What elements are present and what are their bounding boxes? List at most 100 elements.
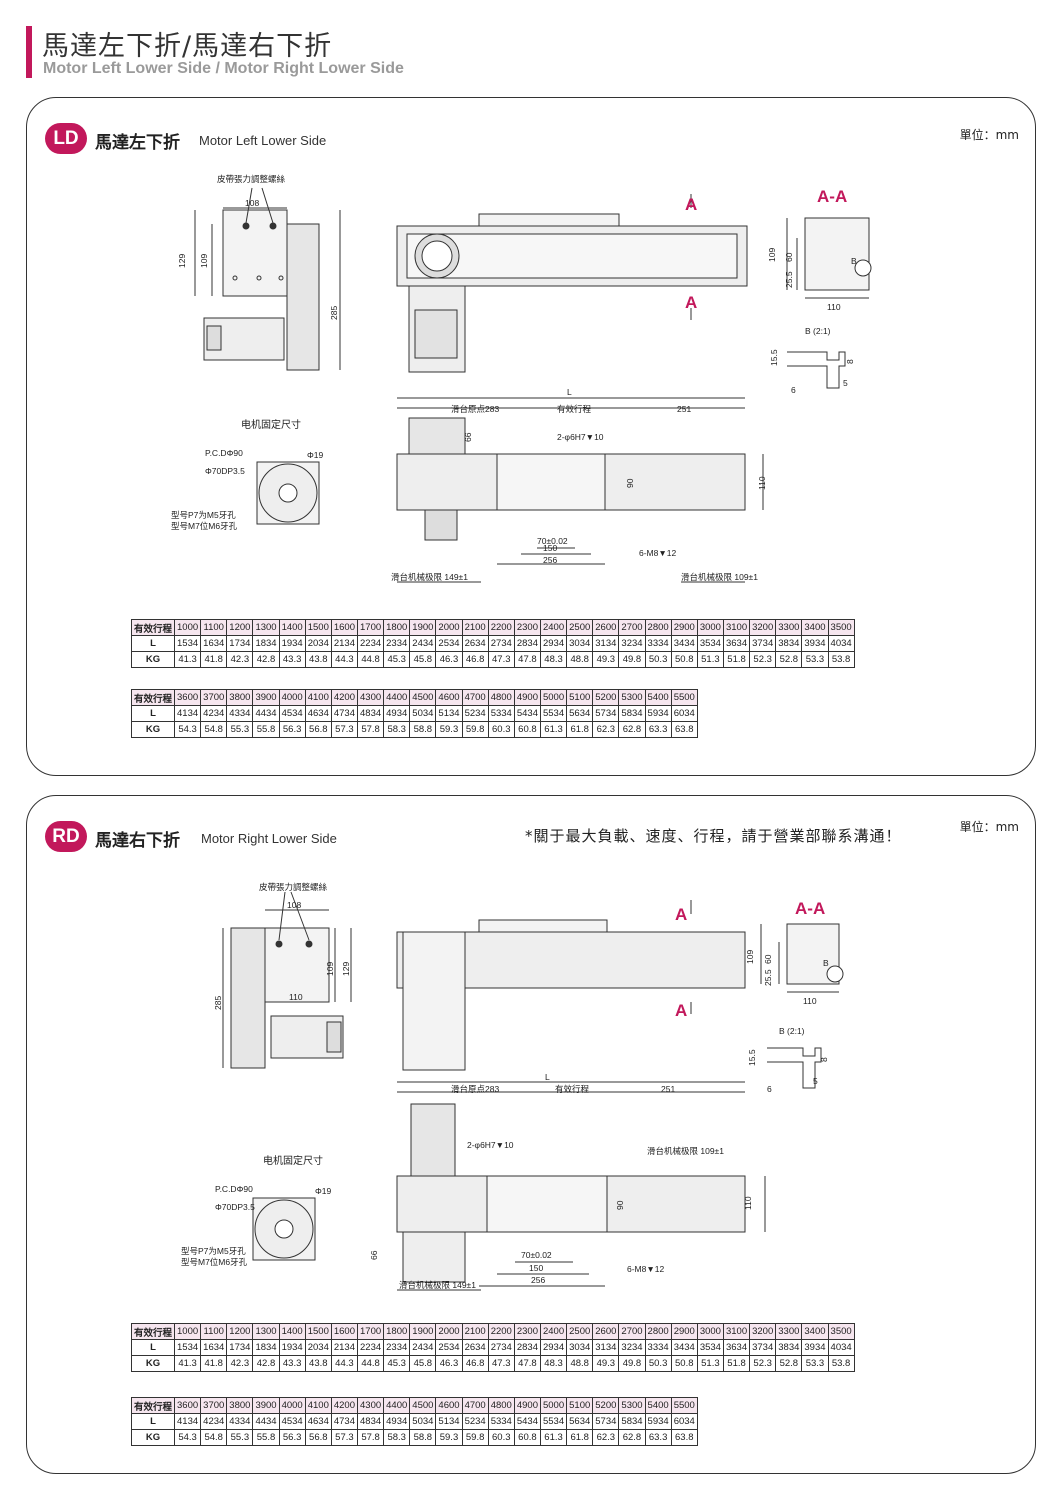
section-ld: LD 馬達左下折 Motor Left Lower Side 單位：mm [26, 97, 1036, 776]
table-cell: 1100 [200, 1323, 228, 1340]
table-cell: 3700 [200, 689, 228, 706]
drawing-shape [275, 940, 283, 948]
table-cell: 3300 [775, 619, 803, 636]
table-cell: 45.3 [383, 651, 411, 668]
label-limit-right: 滑台机械极限 109±1 [681, 572, 758, 582]
table-cell: 44.3 [330, 651, 359, 668]
table-cell: 3900 [252, 1397, 280, 1414]
table-cell: 48.8 [566, 651, 594, 668]
row-label: 有效行程 [130, 1397, 176, 1414]
table-cell: 1200 [226, 1323, 254, 1340]
dim-285: 285 [213, 996, 223, 1010]
table-cell: 5034 [409, 1413, 437, 1430]
table-cell: 1700 [356, 619, 385, 636]
table-cell: 1600 [330, 1323, 359, 1340]
table-cell: 5634 [566, 705, 594, 722]
dim-256: 256 [531, 1275, 545, 1285]
table-cell: 3234 [618, 1339, 646, 1356]
table-cell: 5000 [539, 1397, 568, 1414]
table-cell: 2134 [330, 1339, 359, 1356]
table-cell: 3500 [827, 619, 855, 636]
table-cell: 60.8 [513, 1429, 541, 1446]
page-subtitle: Motor Left Lower Side / Motor Right Lowe… [43, 60, 404, 77]
drawing-shape [826, 965, 844, 983]
table-cell: 44.8 [356, 651, 385, 668]
table-cell: 43.3 [278, 651, 306, 668]
table-cell: 2200 [487, 619, 515, 636]
label-limit-left: 滑台机械极限 149±1 [399, 1280, 476, 1290]
table-cell: 4634 [304, 705, 332, 722]
drawing-shape [305, 940, 313, 948]
section-title: 馬達左下折 [95, 133, 180, 153]
table-cell: 3234 [618, 635, 646, 652]
table-cell: 41.8 [200, 1355, 228, 1372]
drawing-shape [232, 275, 238, 281]
table-cell: 1534 [174, 635, 202, 652]
table-cell: 3800 [226, 1397, 254, 1414]
table-cell: 5200 [592, 689, 620, 706]
table-cell: 3000 [696, 1323, 724, 1340]
dim-108: 108 [287, 900, 301, 910]
table-cell: 4834 [356, 705, 385, 722]
table-cell: 41.3 [174, 1355, 202, 1372]
table-cell: 1934 [278, 635, 306, 652]
table-cell: 6034 [670, 705, 698, 722]
table-cell: 1300 [252, 619, 280, 636]
table-cell: 3434 [670, 635, 698, 652]
dim-150: 150 [543, 543, 557, 553]
table-cell: 54.3 [174, 721, 202, 738]
row-label: 有效行程 [130, 1323, 176, 1340]
table-cell: 41.3 [174, 651, 202, 668]
dim-L: L [567, 387, 572, 397]
table-cell: 4434 [252, 1413, 280, 1430]
table-cell: 5434 [513, 1413, 541, 1430]
table-cell: 4900 [513, 689, 541, 706]
table-cell: 59.3 [435, 721, 463, 738]
table-cell: 46.8 [461, 651, 489, 668]
dim-110: 110 [743, 1196, 753, 1210]
table-cell: 60.3 [487, 721, 515, 738]
table-cell: 4800 [487, 1397, 515, 1414]
table-cell: 57.8 [356, 721, 385, 738]
table-cell: 58.8 [409, 1429, 437, 1446]
table-cell: 46.3 [435, 1355, 463, 1372]
table-cell: 4234 [200, 705, 228, 722]
table-cell: 3734 [749, 1339, 777, 1356]
table-cell: 47.3 [487, 651, 515, 668]
section-marker-aa: A-A [795, 899, 825, 918]
dim-70: 70±0.02 [521, 1250, 552, 1260]
table-cell: 5100 [566, 1397, 594, 1414]
table-cell: 3500 [827, 1323, 855, 1340]
table-cell: 2034 [304, 635, 332, 652]
table-cell: 2334 [383, 635, 411, 652]
table-cell: 4734 [330, 1413, 359, 1430]
row-label: L [130, 1413, 176, 1430]
section-marker-a-top: A [685, 195, 697, 214]
table-cell: 2834 [513, 635, 541, 652]
table-cell: 49.8 [618, 1355, 646, 1372]
table-cell: 53.3 [801, 1355, 829, 1372]
drawing-shape [326, 1021, 342, 1053]
table-cell: 52.3 [749, 1355, 777, 1372]
table-cell: 2700 [618, 1323, 646, 1340]
table-cell: 5134 [435, 705, 463, 722]
table-cell: 2534 [435, 635, 463, 652]
label-effective-stroke: 有效行程 [555, 1084, 590, 1094]
table-cell: 51.8 [722, 1355, 751, 1372]
table-cell: 1500 [304, 1323, 332, 1340]
unit-label: 單位：mm [959, 128, 1019, 142]
drawing-shape [278, 891, 286, 941]
table-cell: 5834 [618, 705, 646, 722]
table-cell: 4834 [356, 1413, 385, 1430]
drawing-shape [256, 275, 262, 281]
table-cell: 62.8 [618, 1429, 646, 1446]
table-cell: 55.3 [226, 721, 254, 738]
table-cell: 4400 [383, 1397, 411, 1414]
table-cell: 57.3 [330, 1429, 359, 1446]
drawing-shape [854, 259, 872, 277]
table-cell: 5534 [539, 705, 568, 722]
table-cell: 4300 [356, 1397, 385, 1414]
table-cell: 43.3 [278, 1355, 306, 1372]
table-cell: 44.3 [330, 1355, 359, 1372]
drawing-shape [206, 325, 222, 351]
